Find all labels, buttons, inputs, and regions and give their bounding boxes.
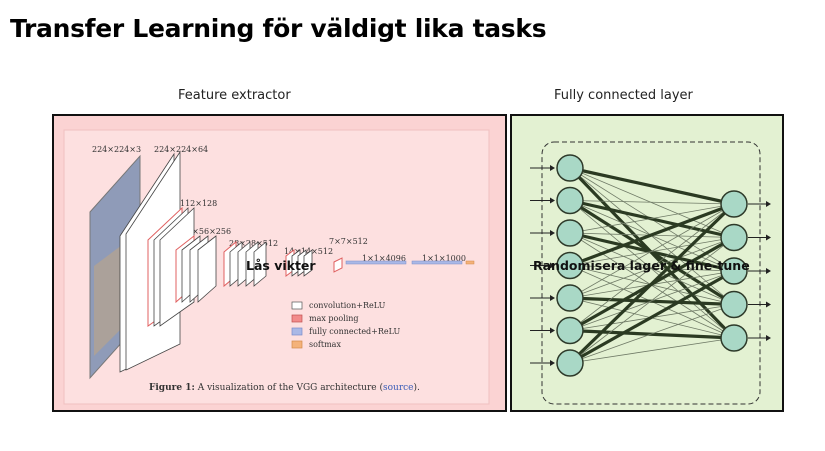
arrow-head (550, 262, 555, 269)
arrow-head (550, 197, 555, 204)
dim-label: 1×1×1000 (422, 254, 466, 263)
network-edges (568, 166, 736, 365)
input-node (556, 219, 584, 247)
network-edge (569, 232, 735, 305)
network-edge (569, 269, 735, 365)
arrow-head (550, 327, 555, 334)
network-edge (569, 237, 735, 364)
fully-connected-label: Fully connected layer (554, 88, 693, 103)
freeze-weights-label: Lås vikter (246, 258, 316, 273)
figure-caption: Figure 1: A visualization of the VGG arc… (149, 382, 420, 393)
input-node (556, 316, 584, 345)
network-nodes (556, 154, 748, 377)
output-node (720, 324, 748, 352)
legend-label: convolution+ReLU (309, 301, 386, 310)
output-node (720, 290, 748, 319)
output-node (720, 223, 748, 252)
io-arrows (530, 165, 771, 366)
dim-label: 224×224×64 (154, 145, 208, 154)
arrow-head (766, 268, 771, 274)
legend: convolution+ReLU max pooling fully conne… (291, 301, 401, 349)
network-edge (569, 202, 735, 267)
network-edge (569, 237, 735, 266)
input-node (556, 186, 584, 215)
network-edge (569, 304, 735, 364)
arrow-head (550, 295, 555, 301)
dim-label: 112×112×128 (158, 199, 217, 208)
legend-label: softmax (309, 340, 341, 349)
network-edge (569, 167, 735, 238)
arrow-head (550, 230, 555, 236)
legend-label: max pooling (309, 314, 359, 323)
layer-boundary (541, 141, 761, 405)
network-edge (569, 198, 735, 240)
network-edge (568, 202, 736, 365)
input-node (556, 349, 584, 377)
network-edge (569, 296, 735, 307)
network-edge (569, 337, 735, 364)
arrow-head (766, 201, 771, 207)
legend-label: fully connected+ReLU (309, 327, 401, 336)
dim-label: 7×7×512 (329, 237, 368, 246)
dim-label: 14×14×512 (284, 247, 333, 256)
vgg-architecture-figure: 224×224×3 224×224×64 112×112×128 56×56×2… (63, 129, 490, 405)
network-edge (569, 166, 735, 206)
feature-extractor-panel: 224×224×3 224×224×64 112×112×128 56×56×2… (52, 114, 507, 412)
slide-title: Transfer Learning för väldigt lika tasks (10, 14, 547, 43)
arrow-head (766, 335, 771, 341)
input-node (556, 284, 584, 312)
neural-network-diagram (530, 141, 771, 405)
arrow-head (766, 234, 771, 241)
input-node (556, 154, 584, 182)
arrow-head (766, 301, 771, 308)
randomize-finetune-label: Randomisera lager & fine-tune (533, 258, 750, 273)
output-node (720, 257, 748, 285)
arrow-head (550, 165, 555, 171)
feature-extractor-label: Feature extractor (178, 88, 291, 103)
network-edge (569, 200, 735, 339)
dim-label: 28×28×512 (229, 239, 278, 248)
output-node (720, 190, 748, 218)
network-edge (569, 265, 735, 272)
network-edge (569, 328, 735, 340)
dim-label: 1×1×4096 (362, 254, 406, 263)
fully-connected-panel (510, 114, 784, 412)
network-edge (569, 203, 735, 234)
dim-label: 56×56×256 (182, 227, 231, 236)
input-node (556, 251, 584, 280)
dim-label: 224×224×3 (92, 145, 141, 154)
network-edge (569, 203, 735, 299)
network-edge (569, 203, 735, 331)
network-edge (569, 231, 735, 273)
network-edge (569, 200, 735, 205)
arrow-head (550, 360, 555, 366)
